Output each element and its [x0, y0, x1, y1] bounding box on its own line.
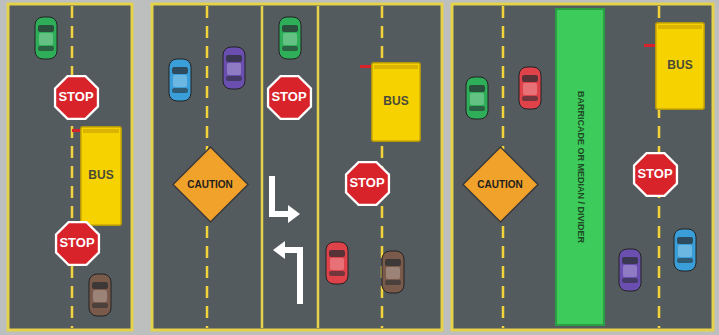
bus-front [83, 129, 119, 133]
sign-face [56, 77, 97, 118]
bus-body [372, 63, 421, 142]
sign-rim [632, 151, 677, 196]
stop-arm [644, 44, 655, 47]
bus-front [374, 65, 418, 69]
sign-face [57, 223, 98, 264]
sign-face [463, 147, 538, 222]
sign-text: STOP [271, 90, 306, 104]
stop-sign: STOP [53, 219, 102, 268]
turn-arrow [272, 176, 300, 304]
sign-text: CAUTION [477, 179, 523, 190]
sign-rim [54, 220, 99, 265]
stop-sign: STOP [343, 159, 392, 208]
road-panel [8, 4, 132, 330]
lane-line [71, 6, 74, 328]
sign-text: STOP [637, 167, 672, 181]
lane-line [317, 6, 320, 328]
median-divider: BARRICADE OR MEDIAN / DIVIDER [555, 8, 605, 326]
sign-rim [344, 160, 389, 205]
sign-text: STOP [349, 176, 384, 190]
sign-text: BUS [667, 59, 692, 72]
road-panel [452, 4, 713, 330]
stop-arm [360, 65, 371, 68]
median-band [556, 9, 604, 325]
lane-line [261, 6, 264, 328]
stop-sign: STOP [265, 73, 314, 122]
median-label: BARRICADE OR MEDIAN / DIVIDER [575, 91, 585, 243]
sign-text: BUS [88, 169, 113, 182]
caution-sign: CAUTION [462, 146, 539, 223]
bus-body [656, 23, 705, 110]
school-bus: BUS [655, 22, 705, 110]
stop-sign: STOP [52, 73, 101, 122]
sign-face [173, 147, 248, 222]
bus-body [81, 127, 122, 226]
caution-sign: CAUTION [172, 146, 249, 223]
bus-front [658, 25, 702, 29]
school-bus: BUS [371, 62, 421, 142]
sign-text: CAUTION [187, 179, 233, 190]
sign-face [347, 163, 388, 204]
stop-arm [72, 129, 81, 132]
sign-rim [53, 74, 98, 119]
turn-arrow-head [273, 205, 300, 259]
sign-face [269, 77, 310, 118]
sign-text: STOP [59, 236, 94, 250]
school-bus: BUS [80, 126, 122, 226]
road-panel [152, 4, 442, 330]
sign-rim [266, 74, 311, 119]
sign-face [635, 154, 676, 195]
sign-text: BUS [383, 95, 408, 108]
sign-text: STOP [58, 90, 93, 104]
stop-sign: STOP [631, 150, 680, 199]
